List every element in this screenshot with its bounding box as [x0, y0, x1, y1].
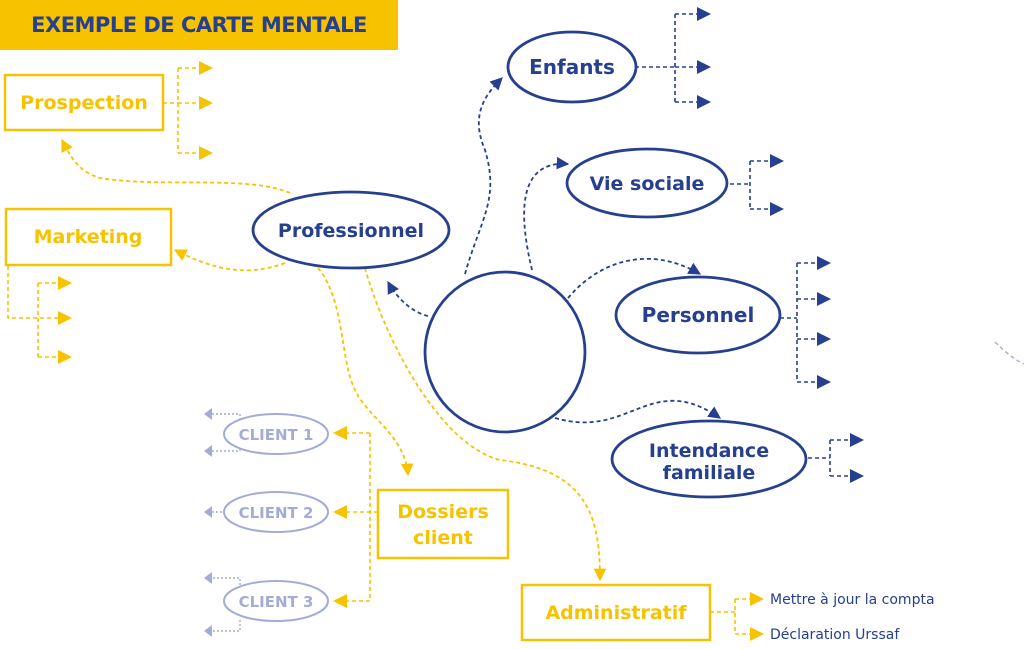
node-marketing-label: Marketing [34, 226, 143, 248]
node-client-3-label: CLIENT 3 [239, 593, 314, 611]
node-professionnel[interactable]: Professionnel [251, 190, 451, 270]
marketing-leaf-arrows [58, 276, 72, 364]
dossiers-branches [346, 432, 378, 602]
connector-center-intendance [554, 399, 722, 424]
central-node[interactable] [423, 270, 587, 434]
offscreen-connector [994, 341, 1024, 365]
node-professionnel-label: Professionnel [278, 220, 424, 242]
personnel-branches [780, 262, 820, 383]
connector-center-vie-sociale [523, 156, 570, 271]
admin-task-urssaf: Déclaration Urssaf [770, 627, 900, 643]
node-vie-sociale[interactable]: Vie sociale [565, 147, 729, 219]
node-personnel[interactable]: Personnel [614, 275, 782, 355]
node-intendance-label-1: Intendance [649, 440, 769, 462]
prospection-branches [163, 67, 200, 154]
enfants-branches [635, 13, 700, 103]
mind-map-title: EXEMPLE DE CARTE MENTALE [0, 0, 398, 50]
connector-professionnel-marketing [173, 249, 286, 272]
node-marketing[interactable]: Marketing [4, 207, 173, 267]
prospection-leaf-arrows [199, 61, 213, 160]
dossiers-leaf-arrows [333, 426, 347, 608]
node-dossiers-label-2: client [413, 527, 473, 549]
vie-sociale-leaf-arrows [770, 154, 784, 216]
node-administratif-label: Administratif [545, 602, 687, 624]
personnel-leaf-arrows [817, 256, 831, 389]
connector-center-enfants [464, 77, 503, 275]
node-dossiers-client[interactable]: Dossiers client [376, 488, 510, 560]
node-dossiers-label-1: Dossiers [397, 501, 489, 523]
connector-professionnel-prospection [61, 138, 291, 194]
connector-center-personnel [567, 257, 702, 299]
connector-center-professionnel [387, 280, 429, 317]
node-personnel-label: Personnel [642, 303, 755, 327]
node-vie-sociale-label: Vie sociale [590, 173, 705, 195]
node-prospection[interactable]: Prospection [3, 73, 165, 132]
node-administratif[interactable]: Administratif [520, 583, 712, 642]
node-client-2[interactable]: CLIENT 2 [223, 491, 329, 533]
enfants-leaf-arrows [697, 7, 711, 109]
node-intendance-familiale[interactable]: Intendance familiale [610, 419, 808, 499]
marketing-branches [7, 266, 58, 358]
intendance-branches [808, 439, 852, 477]
node-client-3[interactable]: CLIENT 3 [223, 580, 329, 622]
node-enfants-label: Enfants [529, 55, 615, 79]
admin-task-compta: Mettre à jour la compta [770, 592, 935, 608]
connector-professionnel-dossiers [317, 267, 414, 477]
node-client-1-label: CLIENT 1 [239, 426, 314, 444]
node-client-1[interactable]: CLIENT 1 [223, 413, 329, 455]
node-intendance-label-2: familiale [663, 462, 756, 484]
vie-sociale-branches [730, 160, 772, 210]
node-prospection-label: Prospection [20, 92, 148, 114]
node-enfants[interactable]: Enfants [506, 30, 638, 104]
connector-professionnel-administratif [364, 267, 607, 582]
administratif-leaf-arrows [750, 592, 764, 641]
client-leaf-arrows [204, 408, 212, 637]
intendance-leaf-arrows [850, 433, 864, 483]
administratif-branches [710, 598, 752, 635]
node-client-2-label: CLIENT 2 [239, 504, 314, 522]
